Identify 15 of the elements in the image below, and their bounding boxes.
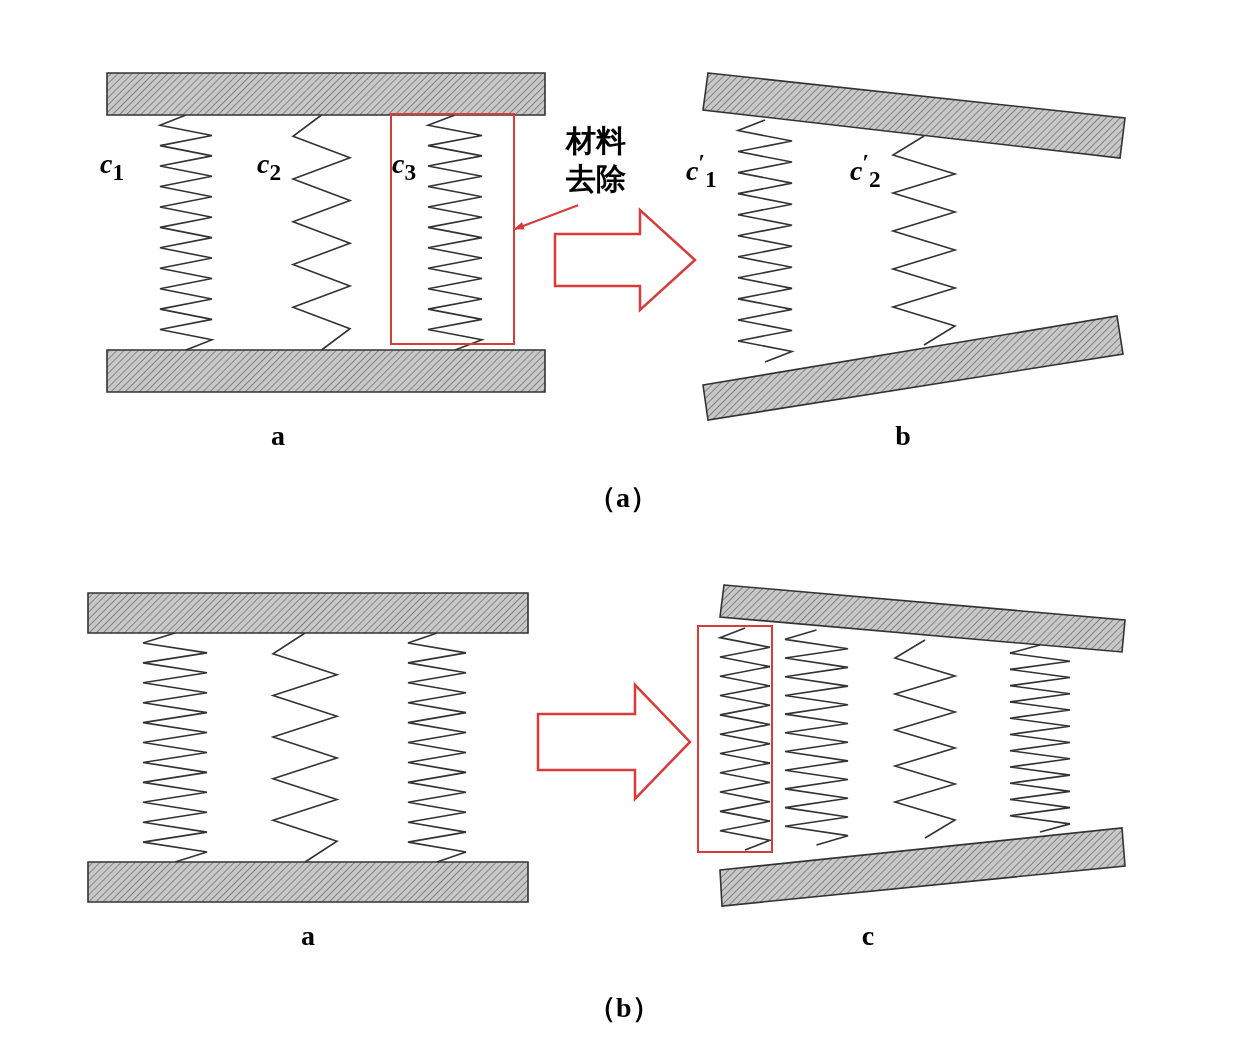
spring-label: c$_{1}$ <box>100 148 125 187</box>
annotation-text: 材料去除 <box>566 122 652 202</box>
spring-label: c$_{3}$ <box>392 148 417 187</box>
hollow-arrow <box>553 207 697 313</box>
highlight-frame <box>697 625 773 853</box>
assembly-caption: a <box>270 420 286 452</box>
assembly-caption: c <box>860 920 876 952</box>
assembly-caption: a <box>300 920 316 952</box>
spring-label: c$_{2}$ <box>257 148 282 187</box>
panel-caption: （b） <box>588 992 660 1024</box>
hollow-arrow <box>536 681 692 802</box>
assembly-caption: b <box>894 420 912 452</box>
panel-caption: （a） <box>588 482 658 514</box>
leader-line <box>514 204 580 230</box>
highlight-frame <box>390 113 515 345</box>
